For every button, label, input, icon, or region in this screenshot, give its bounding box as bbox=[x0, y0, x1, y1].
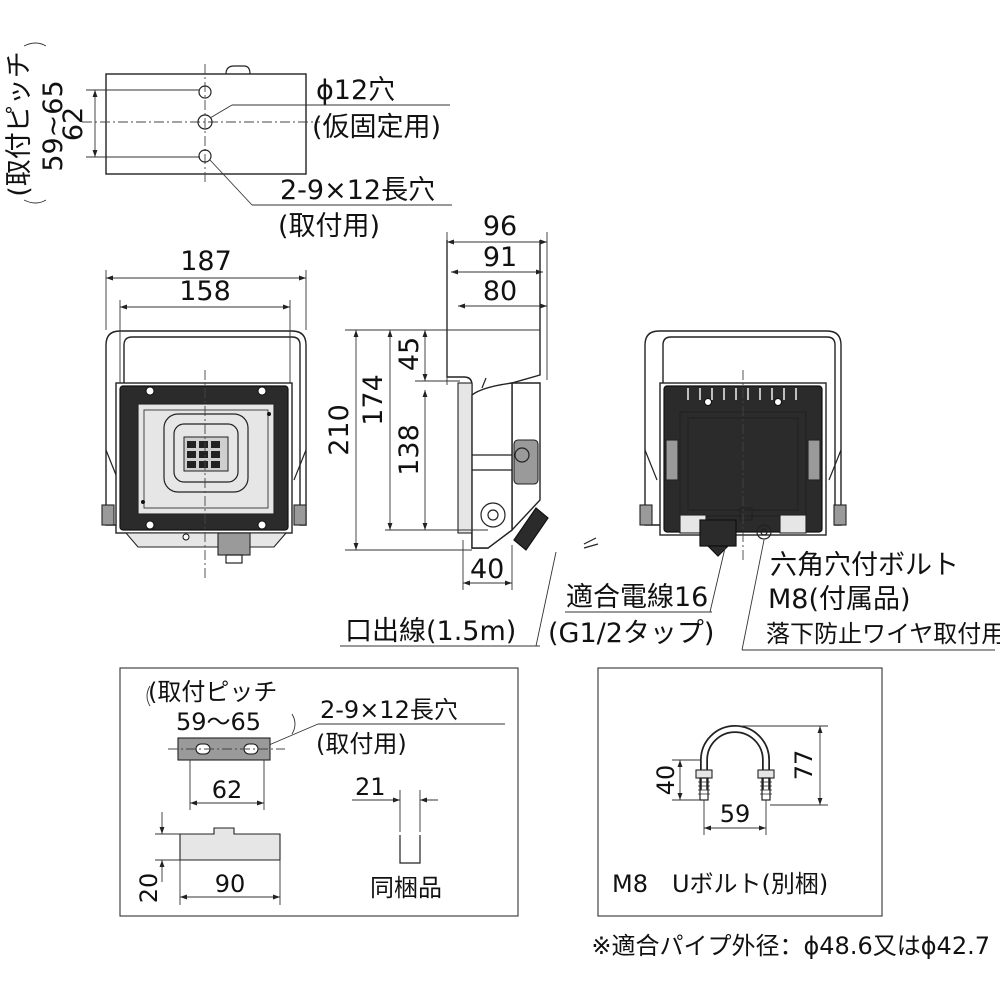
ub-dim-40: 40 bbox=[652, 765, 680, 796]
dim-174: 174 bbox=[358, 374, 389, 426]
acc-dim-90: 90 bbox=[215, 870, 246, 898]
dim-187: 187 bbox=[180, 246, 232, 277]
label-bolt-1: 六角穴付ボルト bbox=[770, 550, 959, 581]
acc-slot: 2-9×12長穴 bbox=[320, 696, 458, 724]
ubolt-box: 40 77 59 M8 Uボルト(別梱) bbox=[597, 667, 883, 917]
top-plate bbox=[105, 73, 307, 175]
dim-80: 80 bbox=[483, 276, 517, 307]
acc-dim-21: 21 bbox=[355, 773, 386, 801]
phi12-hole bbox=[197, 114, 213, 130]
slot-hole-lower bbox=[198, 149, 212, 163]
same-pack: 同梱品 bbox=[370, 874, 442, 902]
hex-bolt bbox=[756, 524, 772, 540]
label-bolt-2: M8(付属品) bbox=[768, 584, 911, 615]
dim-62-top: 62 bbox=[58, 107, 89, 141]
label-temp-fix: (仮固定用) bbox=[312, 112, 441, 143]
dim-158: 158 bbox=[179, 276, 231, 307]
acc-dim-62: 62 bbox=[212, 776, 243, 804]
ubolt-label: M8 Uボルト(別梱) bbox=[612, 870, 828, 898]
ub-dim-77: 77 bbox=[790, 750, 818, 781]
acc-use: (取付用) bbox=[316, 730, 407, 758]
dim-138: 138 bbox=[394, 424, 425, 476]
led-array bbox=[183, 436, 229, 472]
dim-40: 40 bbox=[470, 554, 504, 585]
slot-hole-upper bbox=[198, 85, 212, 99]
dim-210: 210 bbox=[324, 404, 355, 456]
cable-gland bbox=[513, 507, 549, 551]
top-view: 62 59~65 (取付ピッチ ϕ12穴 (仮固定用) 2-9×12長穴 (取付… bbox=[4, 42, 452, 242]
label-wire-2: (G1/2タップ) bbox=[548, 618, 714, 649]
dim-96: 96 bbox=[483, 211, 517, 242]
label-mount-use-top: (取付用) bbox=[278, 211, 380, 242]
acc-pitch-range: 59～65 bbox=[176, 708, 261, 736]
acc-pitch-label: (取付ピッチ bbox=[148, 678, 277, 706]
side-view: 96 91 80 210 174 45 138 40 bbox=[324, 211, 599, 590]
label-phi12: ϕ12穴 bbox=[316, 75, 395, 106]
acc-dim-20: 20 bbox=[135, 873, 163, 904]
front-view: 187 158 bbox=[101, 246, 307, 580]
ub-dim-59: 59 bbox=[720, 800, 751, 828]
clip bbox=[399, 835, 421, 864]
accessory-box: (取付ピッチ 59～65 2-9×12長穴 (取付用) 62 20 90 bbox=[119, 667, 519, 917]
label-wire-1: 適合電線16 bbox=[566, 582, 708, 613]
dim-45: 45 bbox=[394, 337, 425, 371]
label-bolt-3: 落下防止ワイヤ取付用 bbox=[766, 620, 1000, 648]
top-lug bbox=[225, 65, 251, 75]
dim-59-65-top: 59~65 bbox=[38, 80, 69, 171]
pipe-note: ※適合パイプ外径：ϕ48.6又はϕ42.7 bbox=[591, 932, 990, 960]
leader-labels: 口出線(1.5m) 適合電線16 (G1/2タップ) 六角穴付ボルト M8(付属… bbox=[340, 539, 1000, 651]
label-cable-out: 口出線(1.5m) bbox=[345, 616, 516, 647]
side-pivot bbox=[480, 502, 506, 528]
pitch-label-top: (取付ピッチ bbox=[4, 51, 35, 197]
mount-block bbox=[179, 827, 281, 861]
dim-91: 91 bbox=[483, 242, 517, 273]
label-slot-top: 2-9×12長穴 bbox=[280, 175, 435, 206]
rear-view bbox=[639, 330, 847, 560]
